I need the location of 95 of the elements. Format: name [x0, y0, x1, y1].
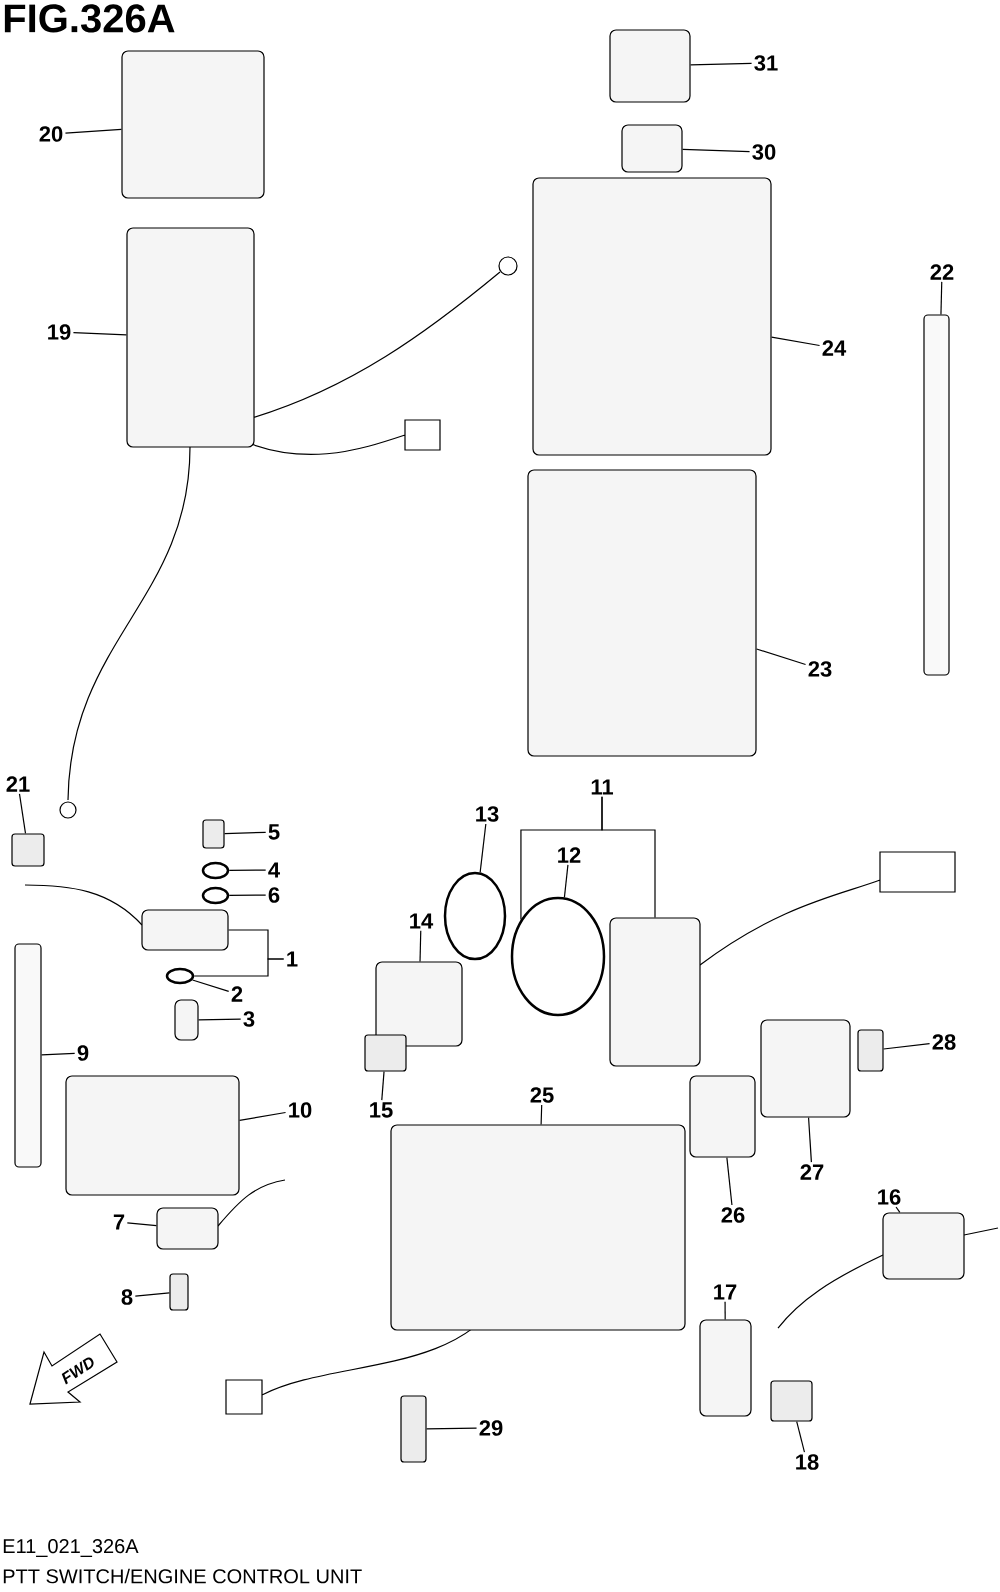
leader-line — [563, 864, 569, 898]
callout-number: 25 — [530, 1087, 554, 1103]
callout-number: 20 — [39, 126, 63, 142]
leader-line — [191, 979, 230, 992]
callout-number: 1 — [287, 951, 298, 967]
part-drawing — [65, 1075, 240, 1196]
callout-number: 7 — [113, 1214, 125, 1230]
callout-number: 22 — [930, 264, 954, 280]
part-drawing — [201, 861, 230, 880]
figure-caption: PTT SWITCH/ENGINE CONTROL UNIT — [3, 1568, 362, 1584]
callout-number: 16 — [878, 1189, 901, 1205]
callout-number: 5 — [268, 824, 280, 840]
callout-number: 28 — [932, 1034, 956, 1050]
part-drawing — [699, 1319, 752, 1417]
part-drawing — [121, 50, 265, 199]
callout-number: 30 — [752, 144, 776, 160]
part-drawing — [510, 896, 606, 1017]
part-drawing — [375, 961, 463, 1047]
callout-number: 21 — [6, 776, 30, 792]
leader-line — [64, 128, 122, 134]
callout-number: 2 — [231, 986, 243, 1002]
drawing-code: E11_021_326A — [3, 1539, 139, 1557]
leader-line — [126, 1222, 157, 1227]
callout-number: 9 — [77, 1045, 89, 1061]
leader-line — [724, 1301, 726, 1320]
callout-number: 29 — [479, 1420, 503, 1436]
leader-line — [193, 958, 285, 977]
callout-number: 14 — [410, 913, 434, 929]
callout-number: 26 — [721, 1207, 745, 1223]
part-drawing — [14, 943, 42, 1168]
part-drawing — [201, 886, 230, 905]
leader-line — [771, 336, 821, 347]
callout-number: 19 — [48, 324, 71, 340]
callout-number: 31 — [754, 55, 778, 71]
figure-title: FIG.326A — [4, 4, 175, 33]
callout-number: 27 — [800, 1164, 824, 1180]
leader-line — [540, 1104, 543, 1125]
part-drawing — [126, 227, 255, 448]
leader-line — [228, 894, 267, 896]
callout-number: 6 — [268, 887, 280, 903]
leader-line — [940, 281, 943, 315]
leader-line — [726, 1157, 733, 1206]
part-drawing — [882, 1212, 965, 1280]
part-drawing — [169, 1273, 189, 1311]
leader-line — [41, 1052, 76, 1056]
leader-line — [72, 332, 127, 336]
leader-line — [808, 1117, 812, 1163]
leader-line — [895, 1206, 901, 1213]
part-drawing — [532, 177, 772, 456]
callout-number: 18 — [796, 1454, 819, 1470]
leader-line — [239, 1111, 287, 1122]
leader-line — [426, 1427, 478, 1430]
callout-number: 23 — [808, 661, 832, 677]
leader-line — [198, 1018, 242, 1021]
callout-number: 4 — [268, 862, 280, 878]
part-drawing — [621, 124, 683, 173]
part-drawing — [174, 999, 199, 1041]
callout-number: 11 — [591, 779, 613, 795]
leader-line — [796, 1421, 806, 1453]
part-drawing — [443, 871, 507, 961]
leader-line — [756, 648, 807, 666]
leader-line — [419, 930, 422, 962]
part-drawing — [202, 819, 225, 849]
part-drawing — [156, 1207, 219, 1250]
leader-line — [228, 869, 267, 871]
part-drawing — [857, 1029, 884, 1072]
part-drawing — [364, 1034, 407, 1072]
part-drawing — [400, 1395, 427, 1463]
part-drawing — [760, 1019, 851, 1118]
part-drawing — [390, 1124, 686, 1331]
callout-number: 10 — [289, 1102, 312, 1118]
leader-line — [682, 148, 751, 153]
part-drawing — [141, 909, 229, 951]
part-drawing — [609, 29, 691, 103]
leader-line — [224, 831, 267, 835]
leader-line — [479, 823, 487, 873]
leader-line — [690, 62, 753, 66]
callout-number: 3 — [243, 1011, 255, 1027]
part-drawing — [165, 967, 195, 985]
leader-line — [134, 1292, 170, 1297]
part-drawing — [11, 833, 45, 867]
part-drawing — [527, 469, 757, 757]
part-drawing — [609, 917, 701, 1067]
callout-number: 13 — [476, 806, 499, 822]
callout-number: 12 — [558, 847, 581, 863]
leader-line — [883, 1043, 931, 1050]
part-drawing — [923, 314, 950, 676]
part-drawing — [770, 1380, 813, 1422]
part-drawing — [689, 1075, 756, 1158]
callout-number: 24 — [822, 340, 847, 356]
callout-number: 17 — [714, 1284, 737, 1300]
callout-number: 8 — [121, 1289, 133, 1305]
leader-line — [381, 1071, 385, 1101]
leader-line — [18, 793, 27, 834]
callout-number: 15 — [370, 1102, 393, 1118]
